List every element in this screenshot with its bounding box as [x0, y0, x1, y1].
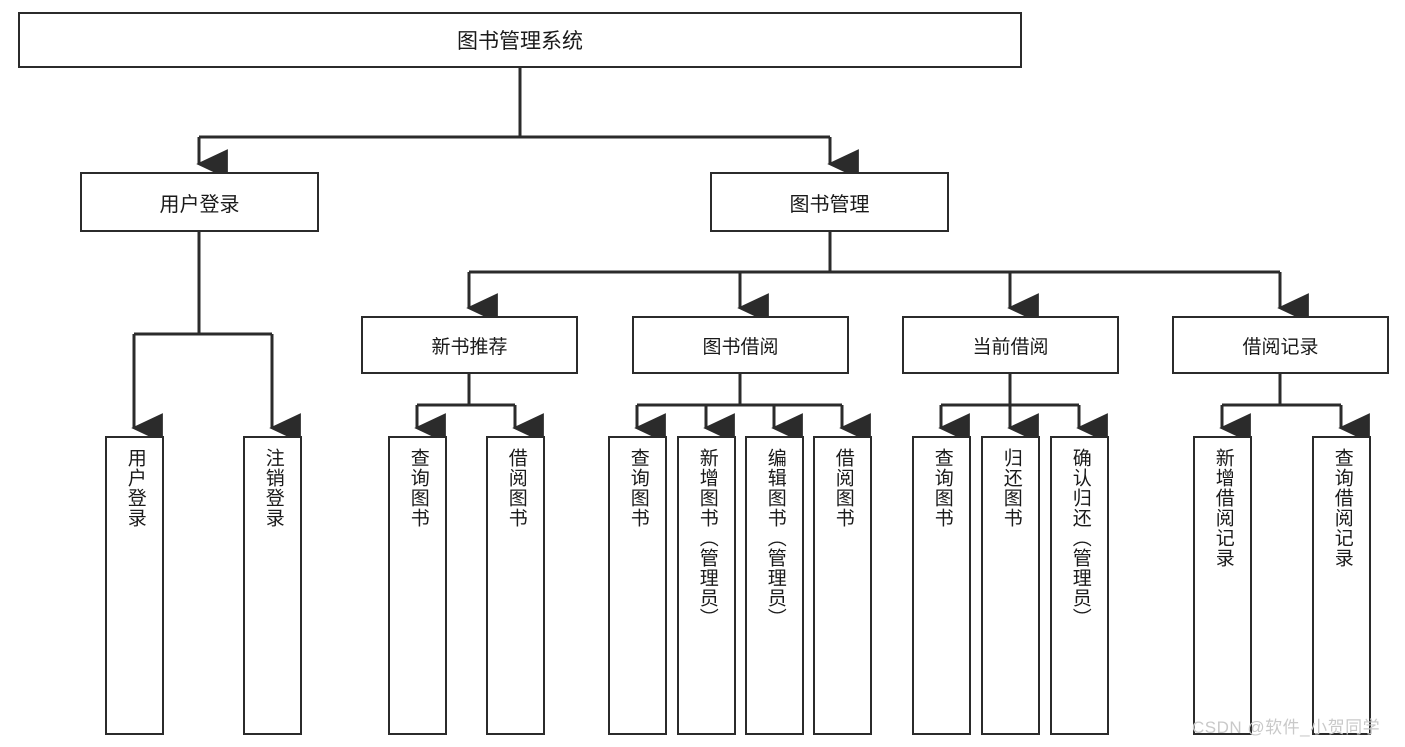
node-book-manage[interactable]: 图书管理 — [710, 172, 949, 232]
node-leaf-confirm-return-label: 确认归还（管理员） — [1069, 448, 1091, 628]
node-root[interactable]: 图书管理系统 — [18, 12, 1022, 68]
node-leaf-return-book[interactable]: 归还图书 — [981, 436, 1040, 735]
node-leaf-query-record-label: 查询借阅记录 — [1331, 448, 1353, 568]
node-leaf-user-login-label: 用户登录 — [124, 448, 146, 528]
node-leaf-edit-book-label: 编辑图书（管理员） — [764, 448, 786, 628]
node-leaf-borrow-book-2-label: 借阅图书 — [832, 448, 854, 528]
node-user-login[interactable]: 用户登录 — [80, 172, 319, 232]
node-leaf-return-book-label: 归还图书 — [1000, 448, 1022, 528]
node-leaf-add-book[interactable]: 新增图书（管理员） — [677, 436, 736, 735]
node-leaf-query-book-2-label: 查询图书 — [627, 448, 649, 528]
node-leaf-borrow-book-2[interactable]: 借阅图书 — [813, 436, 872, 735]
node-leaf-query-book-3[interactable]: 查询图书 — [912, 436, 971, 735]
node-leaf-query-record[interactable]: 查询借阅记录 — [1312, 436, 1371, 735]
node-leaf-query-book-2[interactable]: 查询图书 — [608, 436, 667, 735]
node-leaf-confirm-return[interactable]: 确认归还（管理员） — [1050, 436, 1109, 735]
node-leaf-borrow-book-1-label: 借阅图书 — [505, 448, 527, 528]
node-borrow-record-label: 借阅记录 — [1242, 336, 1319, 358]
node-borrow-record[interactable]: 借阅记录 — [1172, 316, 1389, 374]
node-user-login-label: 用户登录 — [159, 193, 240, 216]
node-leaf-borrow-book-1[interactable]: 借阅图书 — [486, 436, 545, 735]
node-current-borrow-label: 当前借阅 — [972, 336, 1049, 358]
node-new-book-recommend-label: 新书推荐 — [431, 336, 508, 358]
node-root-label: 图书管理系统 — [457, 30, 583, 53]
node-book-borrow-label: 图书借阅 — [702, 336, 779, 358]
node-new-book-recommend[interactable]: 新书推荐 — [361, 316, 578, 374]
node-leaf-user-login[interactable]: 用户登录 — [105, 436, 164, 735]
node-leaf-add-record-label: 新增借阅记录 — [1212, 448, 1234, 568]
node-leaf-query-book-1[interactable]: 查询图书 — [388, 436, 447, 735]
node-book-borrow[interactable]: 图书借阅 — [632, 316, 849, 374]
watermark-text: CSDN @软件_小贺同学 — [1192, 718, 1381, 737]
node-leaf-query-book-1-label: 查询图书 — [407, 448, 429, 528]
node-leaf-logout[interactable]: 注销登录 — [243, 436, 302, 735]
node-leaf-add-book-label: 新增图书（管理员） — [696, 448, 718, 628]
node-leaf-query-book-3-label: 查询图书 — [931, 448, 953, 528]
node-leaf-add-record[interactable]: 新增借阅记录 — [1193, 436, 1252, 735]
node-book-manage-label: 图书管理 — [789, 193, 870, 216]
node-leaf-logout-label: 注销登录 — [262, 448, 284, 528]
node-current-borrow[interactable]: 当前借阅 — [902, 316, 1119, 374]
node-leaf-edit-book[interactable]: 编辑图书（管理员） — [745, 436, 804, 735]
